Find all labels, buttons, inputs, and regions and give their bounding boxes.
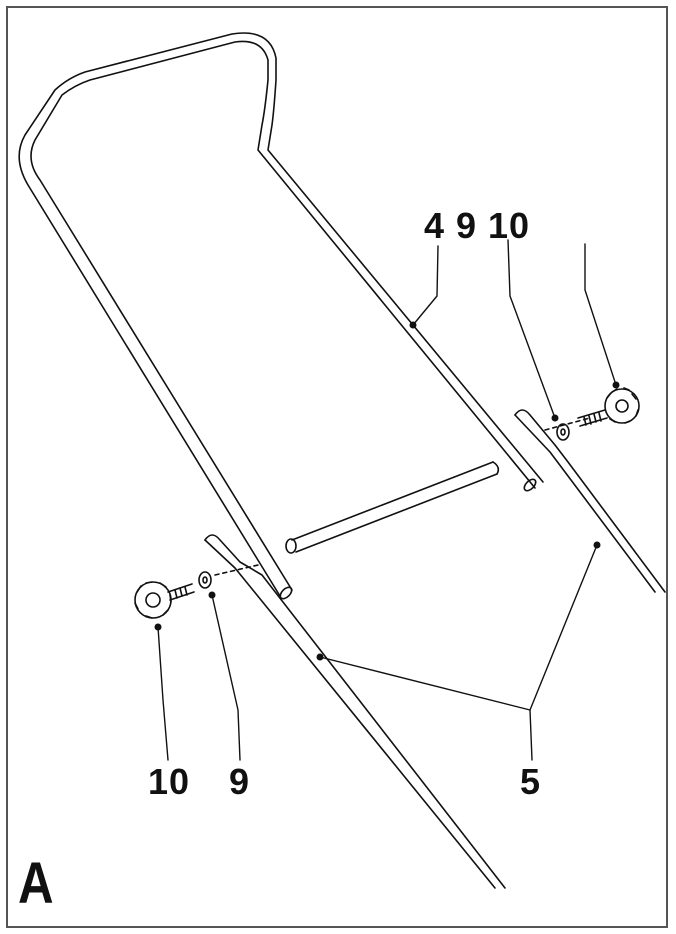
lower-handle-right: [514, 409, 666, 593]
leader-4: [412, 245, 439, 326]
callout-5: 5: [520, 761, 542, 802]
callout-10-bottom: 10: [148, 761, 191, 802]
axis-line-lower: [214, 564, 259, 576]
leader-10-bottom: [157, 626, 169, 761]
leader-knob-top: [584, 243, 617, 386]
callout-4: 4: [424, 205, 446, 246]
figure-letter: A: [18, 851, 54, 916]
knob-lower: [134, 581, 195, 619]
callout-10-top: 10: [488, 205, 531, 246]
callout-9-top: 9: [456, 205, 478, 246]
upper-handle: [18, 32, 544, 600]
figure-frame: [6, 6, 668, 928]
leader-10-top: [507, 239, 556, 419]
washer-upper: [556, 423, 570, 441]
leader-9-bottom: [211, 594, 241, 761]
leader-dots: [154, 321, 620, 661]
leader-5-b: [529, 544, 598, 711]
washer-lower: [198, 571, 212, 589]
crossbar: [285, 461, 500, 554]
lower-handle-left: [204, 534, 506, 889]
knob-upper: [577, 387, 640, 427]
leader-5-a: [319, 656, 533, 761]
axis-line-upper: [544, 417, 591, 431]
leader-lines: [157, 239, 617, 761]
callout-9-bottom: 9: [229, 761, 251, 802]
